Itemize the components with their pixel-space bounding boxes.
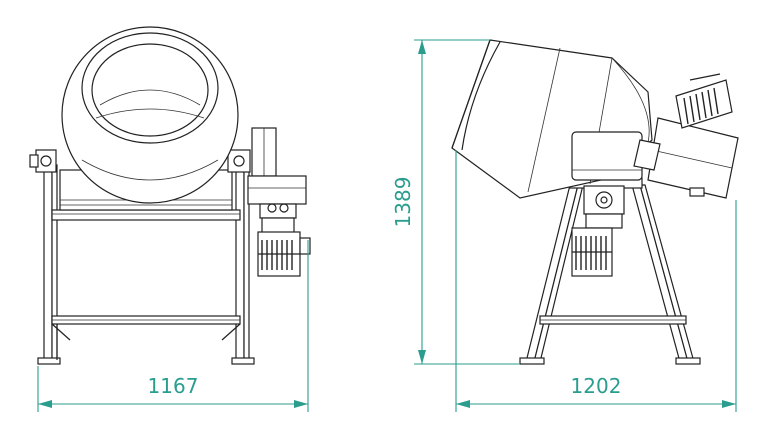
front-view: 1167	[29, 26, 311, 412]
side-width-dimension: 1202	[455, 150, 737, 412]
side-view: 1389 1202	[391, 39, 739, 412]
front-motor-assembly	[247, 127, 311, 277]
front-width-label: 1167	[148, 374, 199, 398]
front-drum	[61, 26, 239, 204]
side-upper-motor	[633, 73, 739, 199]
front-width-dimension: 1167	[37, 240, 309, 412]
height-label: 1389	[391, 177, 415, 228]
side-width-label: 1202	[571, 374, 622, 398]
side-pivot-housing	[571, 131, 643, 277]
height-dimension: 1389	[391, 39, 520, 365]
